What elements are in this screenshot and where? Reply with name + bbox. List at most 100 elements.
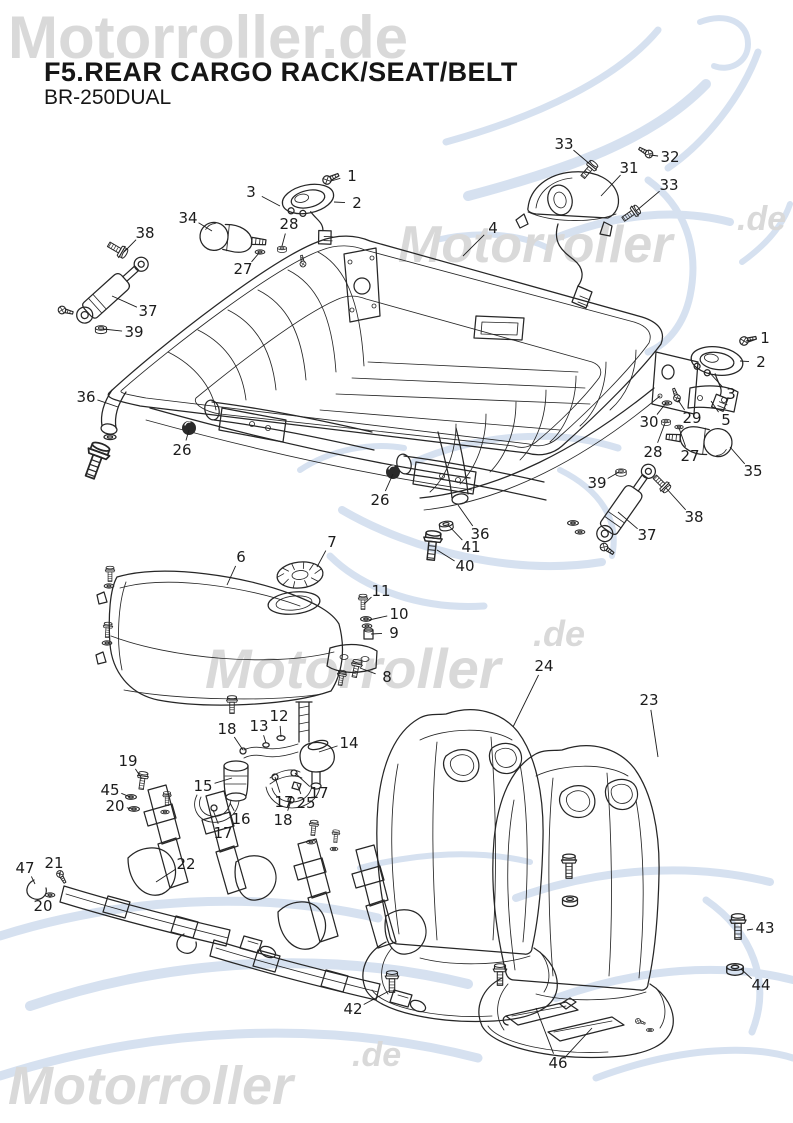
- leader-line-6: [226, 565, 237, 586]
- leader-line-33: [635, 190, 660, 212]
- tail-light-right-art: [683, 342, 746, 414]
- leader-line-13: [263, 735, 267, 744]
- leader-line-14: [318, 745, 338, 753]
- part-callout-33: 33: [554, 135, 573, 153]
- part-callout-21: 21: [44, 854, 63, 872]
- part-callout-10: 10: [389, 605, 408, 623]
- part-callout-29: 29: [682, 409, 701, 427]
- part-callout-15: 15: [193, 777, 212, 795]
- leader-line-34: [198, 222, 213, 232]
- leader-line-3: [708, 371, 723, 388]
- part-callout-38: 38: [684, 508, 703, 526]
- part-callout-44: 44: [751, 976, 770, 994]
- leader-line-23: [650, 709, 659, 758]
- leader-line-38: [123, 239, 137, 253]
- watermark-bottom-text: Motorroller: [8, 1056, 296, 1116]
- part-callout-36: 36: [76, 388, 95, 406]
- page-subtitle: BR-250DUAL: [44, 86, 171, 109]
- part-callout-19: 19: [118, 752, 137, 770]
- leader-line-17: [274, 776, 281, 793]
- leader-line-17: [294, 772, 311, 787]
- leader-line-15: [214, 777, 233, 784]
- part-callout-2: 2: [352, 194, 362, 212]
- leader-line-18: [287, 800, 292, 811]
- fuel-tank-art: [95, 561, 378, 706]
- leader-line-46: [566, 1027, 593, 1057]
- leader-line-35: [729, 446, 746, 465]
- leader-line-3: [261, 195, 281, 207]
- part-callout-20: 20: [105, 797, 124, 815]
- leader-line-22: [155, 868, 176, 883]
- part-callout-11: 11: [371, 582, 390, 600]
- part-callout-41: 41: [461, 538, 480, 556]
- leader-line-36: [97, 399, 119, 408]
- part-callout-13: 13: [249, 717, 268, 735]
- leader-line-16: [229, 802, 235, 811]
- leader-line-41: [447, 524, 463, 541]
- part-callout-4: 4: [488, 219, 498, 237]
- watermark-rider-graphic: [433, 15, 793, 356]
- leader-line-27: [251, 252, 260, 263]
- part-callout-14: 14: [339, 734, 358, 752]
- part-callout-20: 20: [33, 897, 52, 915]
- part-callout-26: 26: [370, 491, 389, 509]
- leader-line-19: [134, 768, 143, 780]
- part-callout-39: 39: [124, 323, 143, 341]
- part-callout-28: 28: [643, 443, 662, 461]
- part-callout-37: 37: [138, 302, 157, 320]
- leader-line-9: [370, 632, 383, 635]
- leader-line-46: [535, 1007, 554, 1054]
- part-callout-2: 2: [756, 353, 766, 371]
- part-callout-25: 25: [296, 794, 315, 812]
- part-callout-45: 45: [100, 781, 119, 799]
- part-callout-42: 42: [343, 1000, 362, 1018]
- leader-line-31: [600, 174, 621, 197]
- leader-line-5: [710, 400, 719, 413]
- part-callout-40: 40: [455, 557, 474, 575]
- leader-line-1: [330, 177, 341, 182]
- part-callout-7: 7: [327, 533, 337, 551]
- part-callout-33: 33: [659, 176, 678, 194]
- part-callout-18: 18: [217, 720, 236, 738]
- watermark-middle-de: .de: [533, 613, 585, 654]
- leader-line-11: [363, 596, 372, 605]
- leader-line-36: [457, 504, 474, 527]
- part-callout-27: 27: [680, 447, 699, 465]
- leader-line-21: [58, 871, 61, 877]
- part-callout-30: 30: [639, 413, 658, 431]
- leader-line-28: [281, 233, 286, 247]
- part-callout-3: 3: [246, 183, 256, 201]
- watermark-wing-graphic: [0, 851, 793, 1082]
- leader-line-38: [665, 487, 686, 511]
- part-callout-22: 22: [176, 855, 195, 873]
- leader-line-37: [111, 295, 138, 308]
- leader-line-42: [363, 990, 390, 1005]
- leader-line-12: [279, 725, 282, 738]
- leader-line-28: [657, 422, 666, 443]
- leader-line-43: [746, 928, 754, 931]
- leader-line-17: [212, 809, 219, 824]
- leader-line-27: [678, 427, 687, 447]
- leader-line-39: [102, 328, 123, 332]
- leader-line-44: [740, 968, 752, 980]
- part-callout-37: 37: [637, 526, 656, 544]
- watermark-upper-middle-de: .de: [737, 200, 786, 238]
- part-callout-43: 43: [755, 919, 774, 937]
- watermark-emblem-graphic: [297, 432, 622, 610]
- watermark-bottom-de: .de: [352, 1036, 401, 1074]
- leader-line-1: [745, 339, 754, 342]
- part-callout-32: 32: [660, 148, 679, 166]
- leader-line-30: [656, 402, 667, 415]
- part-callout-6: 6: [236, 548, 246, 566]
- part-callout-27: 27: [233, 260, 252, 278]
- leader-line-2: [333, 201, 346, 204]
- part-callout-17: 17: [309, 784, 328, 802]
- part-callout-1: 1: [760, 329, 770, 347]
- part-callout-16: 16: [231, 810, 250, 828]
- part-callout-36: 36: [470, 525, 489, 543]
- tail-light-top-art: [515, 171, 620, 309]
- leader-line-20: [126, 807, 133, 810]
- part-callout-31: 31: [619, 159, 638, 177]
